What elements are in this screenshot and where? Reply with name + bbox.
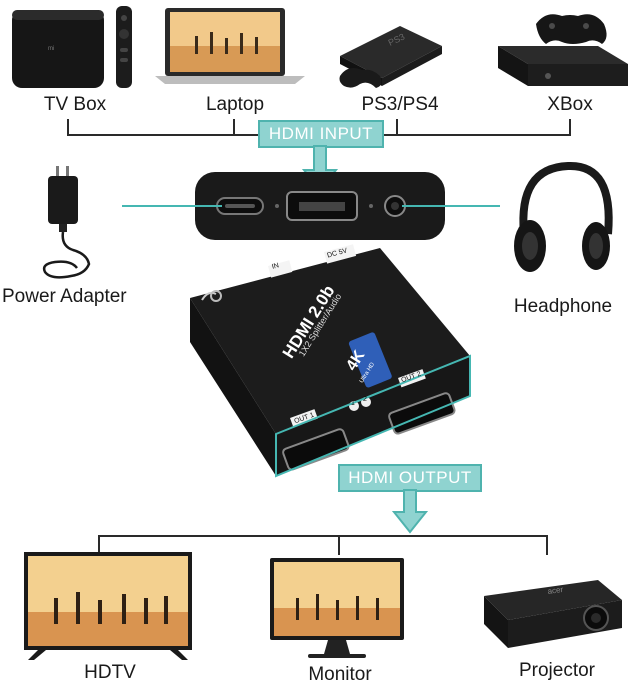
led-2-label: 2	[363, 396, 367, 403]
source-label-ps: PS3/PS4	[361, 94, 439, 115]
splitter-body	[190, 244, 471, 478]
ps-console-image: PS3	[339, 26, 442, 88]
monitor-image	[270, 558, 404, 658]
headphone-cable-line	[402, 205, 500, 207]
power-adapter-label: Power Adapter	[2, 286, 127, 307]
input-bracket-left	[67, 119, 69, 136]
power-cable-line	[122, 205, 222, 207]
output-bracket-right	[546, 535, 548, 555]
hdtv-image	[24, 552, 192, 660]
tv-box-image: mi	[12, 6, 132, 88]
headphone-image	[514, 161, 613, 272]
input-bracket-right	[569, 119, 571, 136]
output-bracket-left	[98, 535, 100, 555]
hdmi-output-tag: HDMI OUTPUT	[338, 464, 482, 492]
svg-text:mi: mi	[48, 46, 54, 52]
input-bracket-mid2	[396, 119, 398, 136]
input-bracket-mid1	[233, 119, 235, 136]
projector-image: acer	[484, 580, 622, 648]
source-label-tv-box: TV Box	[43, 94, 107, 115]
svg-text:acer: acer	[547, 585, 564, 596]
source-label-laptop: Laptop	[205, 94, 265, 115]
output-arrow-icon	[391, 489, 429, 534]
output-label-projector: Projector	[518, 660, 596, 681]
source-label-xbox: XBox	[547, 94, 593, 115]
led-1-label: 1	[351, 400, 355, 407]
headphone-label: Headphone	[513, 296, 613, 317]
power-adapter-image	[42, 166, 91, 279]
output-bracket-mid	[338, 535, 340, 555]
xbox-image	[498, 14, 628, 86]
laptop-image	[155, 8, 305, 84]
output-bracket-bar	[98, 535, 548, 537]
output-label-monitor: Monitor	[308, 664, 372, 685]
hdmi-input-tag: HDMI INPUT	[258, 120, 384, 148]
output-label-hdtv: HDTV	[84, 662, 136, 683]
